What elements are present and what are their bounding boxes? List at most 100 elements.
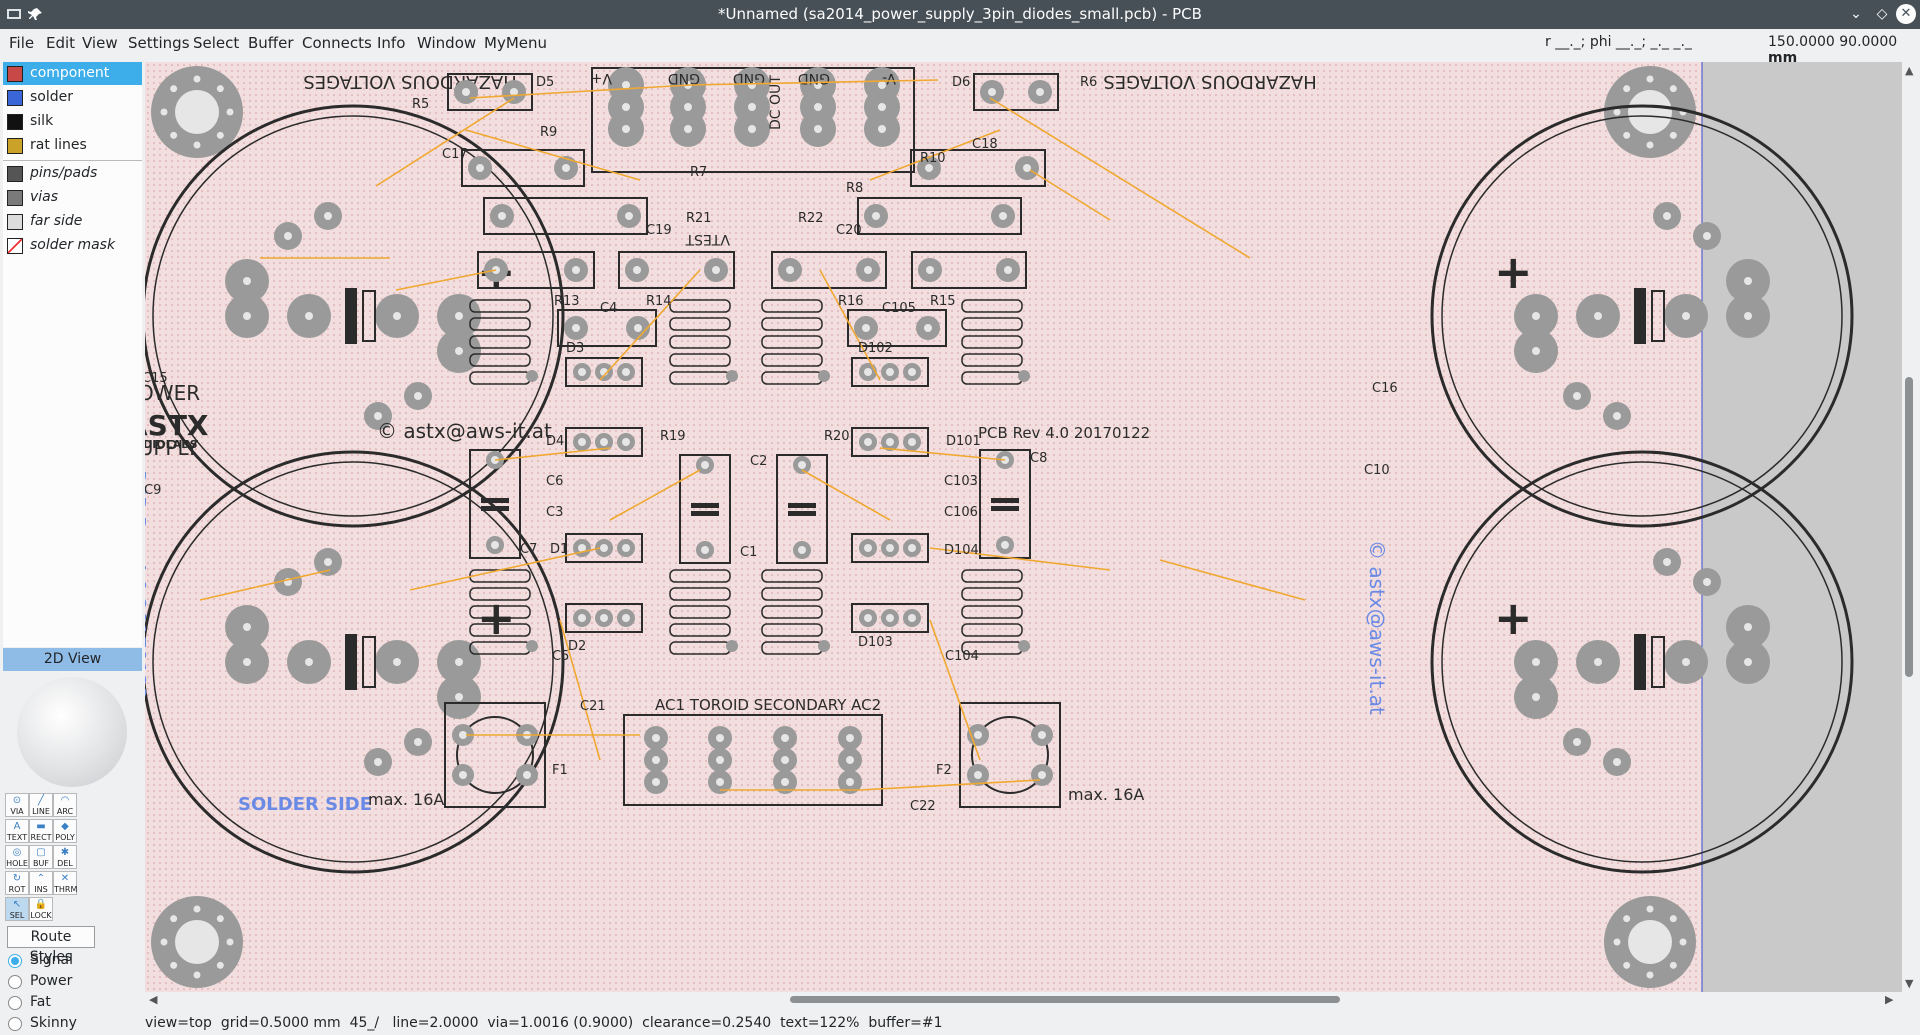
layer-silk[interactable]: silk xyxy=(3,110,142,133)
scroll-right-icon[interactable]: ▶ xyxy=(1885,993,1894,1006)
capacitor-polarity-box xyxy=(362,290,376,342)
buf-tool[interactable]: ▢BUF xyxy=(29,845,53,869)
layer-far-side[interactable]: far side xyxy=(3,210,142,233)
line-icon: ╱ xyxy=(37,795,45,806)
menu-mymenu[interactable]: MyMenu xyxy=(484,34,548,52)
layer-rat-lines[interactable]: rat lines xyxy=(3,134,142,157)
horizontal-scrollbar[interactable]: ◀ ▶ xyxy=(145,993,1902,1007)
scroll-up-icon[interactable]: ▲ xyxy=(1905,64,1914,77)
pin-icon[interactable] xyxy=(28,6,44,22)
scroll-left-icon[interactable]: ◀ xyxy=(149,993,158,1006)
route-style-fat-radio[interactable] xyxy=(8,996,22,1010)
pad-hole xyxy=(374,758,382,766)
fuse-holder-outline xyxy=(959,702,1061,808)
close-icon[interactable]: ✕ xyxy=(1896,4,1916,24)
rot-tool[interactable]: ↻ROT xyxy=(5,871,29,895)
del-tool[interactable]: ✱DEL xyxy=(53,845,77,869)
route-style-power-radio[interactable] xyxy=(8,975,22,989)
via-icon: ⊙ xyxy=(12,795,22,806)
rect-tool[interactable]: ▬RECT xyxy=(29,819,53,843)
vertical-scroll-thumb[interactable] xyxy=(1905,377,1913,677)
ins-tool[interactable]: ⌃INS xyxy=(29,871,53,895)
vtest-label: VTEST xyxy=(685,231,730,247)
menu-window[interactable]: Window xyxy=(417,34,477,52)
ref-r10: R10 xyxy=(920,151,946,166)
menu-connects[interactable]: Connects xyxy=(302,34,372,52)
2d-view-button[interactable]: 2D View xyxy=(3,648,142,671)
menu-edit[interactable]: Edit xyxy=(46,34,76,52)
layer-color-swatch[interactable] xyxy=(7,214,23,230)
route-style-skinny-radio[interactable] xyxy=(8,1017,22,1031)
route-style-signal-radio[interactable] xyxy=(8,954,22,968)
heatsink-fin xyxy=(469,623,531,637)
layer-vias[interactable]: vias xyxy=(3,186,142,209)
mounting-via xyxy=(160,938,168,946)
view-rotation-ball[interactable] xyxy=(17,677,127,787)
line-tool[interactable]: ╱LINE xyxy=(29,793,53,817)
menu-view[interactable]: View xyxy=(82,34,118,52)
status-line: line=2.0000 xyxy=(392,1015,479,1031)
layer-color-swatch[interactable] xyxy=(7,66,23,82)
maximize-icon[interactable]: ◇ xyxy=(1876,6,1888,22)
menu-select[interactable]: Select xyxy=(193,34,240,52)
layer-component[interactable]: component xyxy=(3,62,142,85)
layer-solder[interactable]: solder xyxy=(3,86,142,109)
mounting-via xyxy=(1623,961,1631,969)
ref-r7: R7 xyxy=(690,165,707,180)
heatsink-screw xyxy=(818,370,830,382)
layer-color-swatch[interactable] xyxy=(7,114,23,130)
pad-hole xyxy=(324,212,332,220)
sel-tool[interactable]: ↖SEL xyxy=(5,897,29,921)
pad-hole xyxy=(908,438,916,446)
pad-hole xyxy=(878,125,886,133)
layer-color-swatch[interactable] xyxy=(7,90,23,106)
rat-line xyxy=(465,129,641,181)
route-styles-button[interactable]: Route Styles xyxy=(7,926,95,965)
mounting-via xyxy=(216,131,224,139)
pad-hole xyxy=(622,368,630,376)
ref-c21: C21 xyxy=(580,699,606,714)
arc-tool[interactable]: ◠ARC xyxy=(53,793,77,817)
mounting-via xyxy=(1623,131,1631,139)
heatsink-screw xyxy=(526,640,538,652)
layer-color-swatch[interactable] xyxy=(7,138,23,154)
vertical-scrollbar[interactable]: ▲ ▼ xyxy=(1903,62,1917,992)
layer-solder-mask[interactable]: solder mask xyxy=(3,234,142,257)
menu-buffer[interactable]: Buffer xyxy=(248,34,294,52)
minimize-icon[interactable]: ⌄ xyxy=(1850,6,1862,22)
pad-hole xyxy=(572,324,580,332)
ac-connector-outline xyxy=(623,714,883,806)
scroll-down-icon[interactable]: ▼ xyxy=(1905,977,1914,990)
layer-color-swatch[interactable] xyxy=(7,166,23,182)
lock-tool[interactable]: 🔒LOCK xyxy=(29,897,53,921)
pad-hole xyxy=(846,778,854,786)
layer-color-swatch[interactable] xyxy=(7,190,23,206)
rect-icon: ▬ xyxy=(36,821,46,832)
layer-pins-pads[interactable]: pins/pads xyxy=(3,162,142,185)
ref-d3: D3 xyxy=(566,341,584,356)
poly-tool[interactable]: ◆POLY xyxy=(53,819,77,843)
mounting-via xyxy=(193,971,201,979)
gnd-label: GND xyxy=(733,70,765,86)
pad-hole xyxy=(926,266,934,274)
layer-label: far side xyxy=(30,213,83,229)
heatsink-fin xyxy=(761,299,823,313)
capacitor-inner-outline xyxy=(1441,115,1843,517)
pad-hole xyxy=(1663,212,1671,220)
horizontal-scroll-thumb[interactable] xyxy=(790,996,1340,1003)
layer-color-swatch[interactable] xyxy=(7,238,23,254)
menu-info[interactable]: Info xyxy=(377,34,406,52)
rat-line xyxy=(689,79,939,86)
thrm-tool[interactable]: ✕THRM xyxy=(53,871,77,895)
pad-hole xyxy=(1038,771,1046,779)
menu-file[interactable]: File xyxy=(9,34,35,52)
hole-tool[interactable]: ◎HOLE xyxy=(5,845,29,869)
pad-hole xyxy=(634,324,642,332)
diode-bridge-outline xyxy=(851,603,929,633)
ref-r8: R8 xyxy=(846,181,863,196)
menu-settings[interactable]: Settings xyxy=(128,34,190,52)
via-tool[interactable]: ⊙VIA xyxy=(5,793,29,817)
